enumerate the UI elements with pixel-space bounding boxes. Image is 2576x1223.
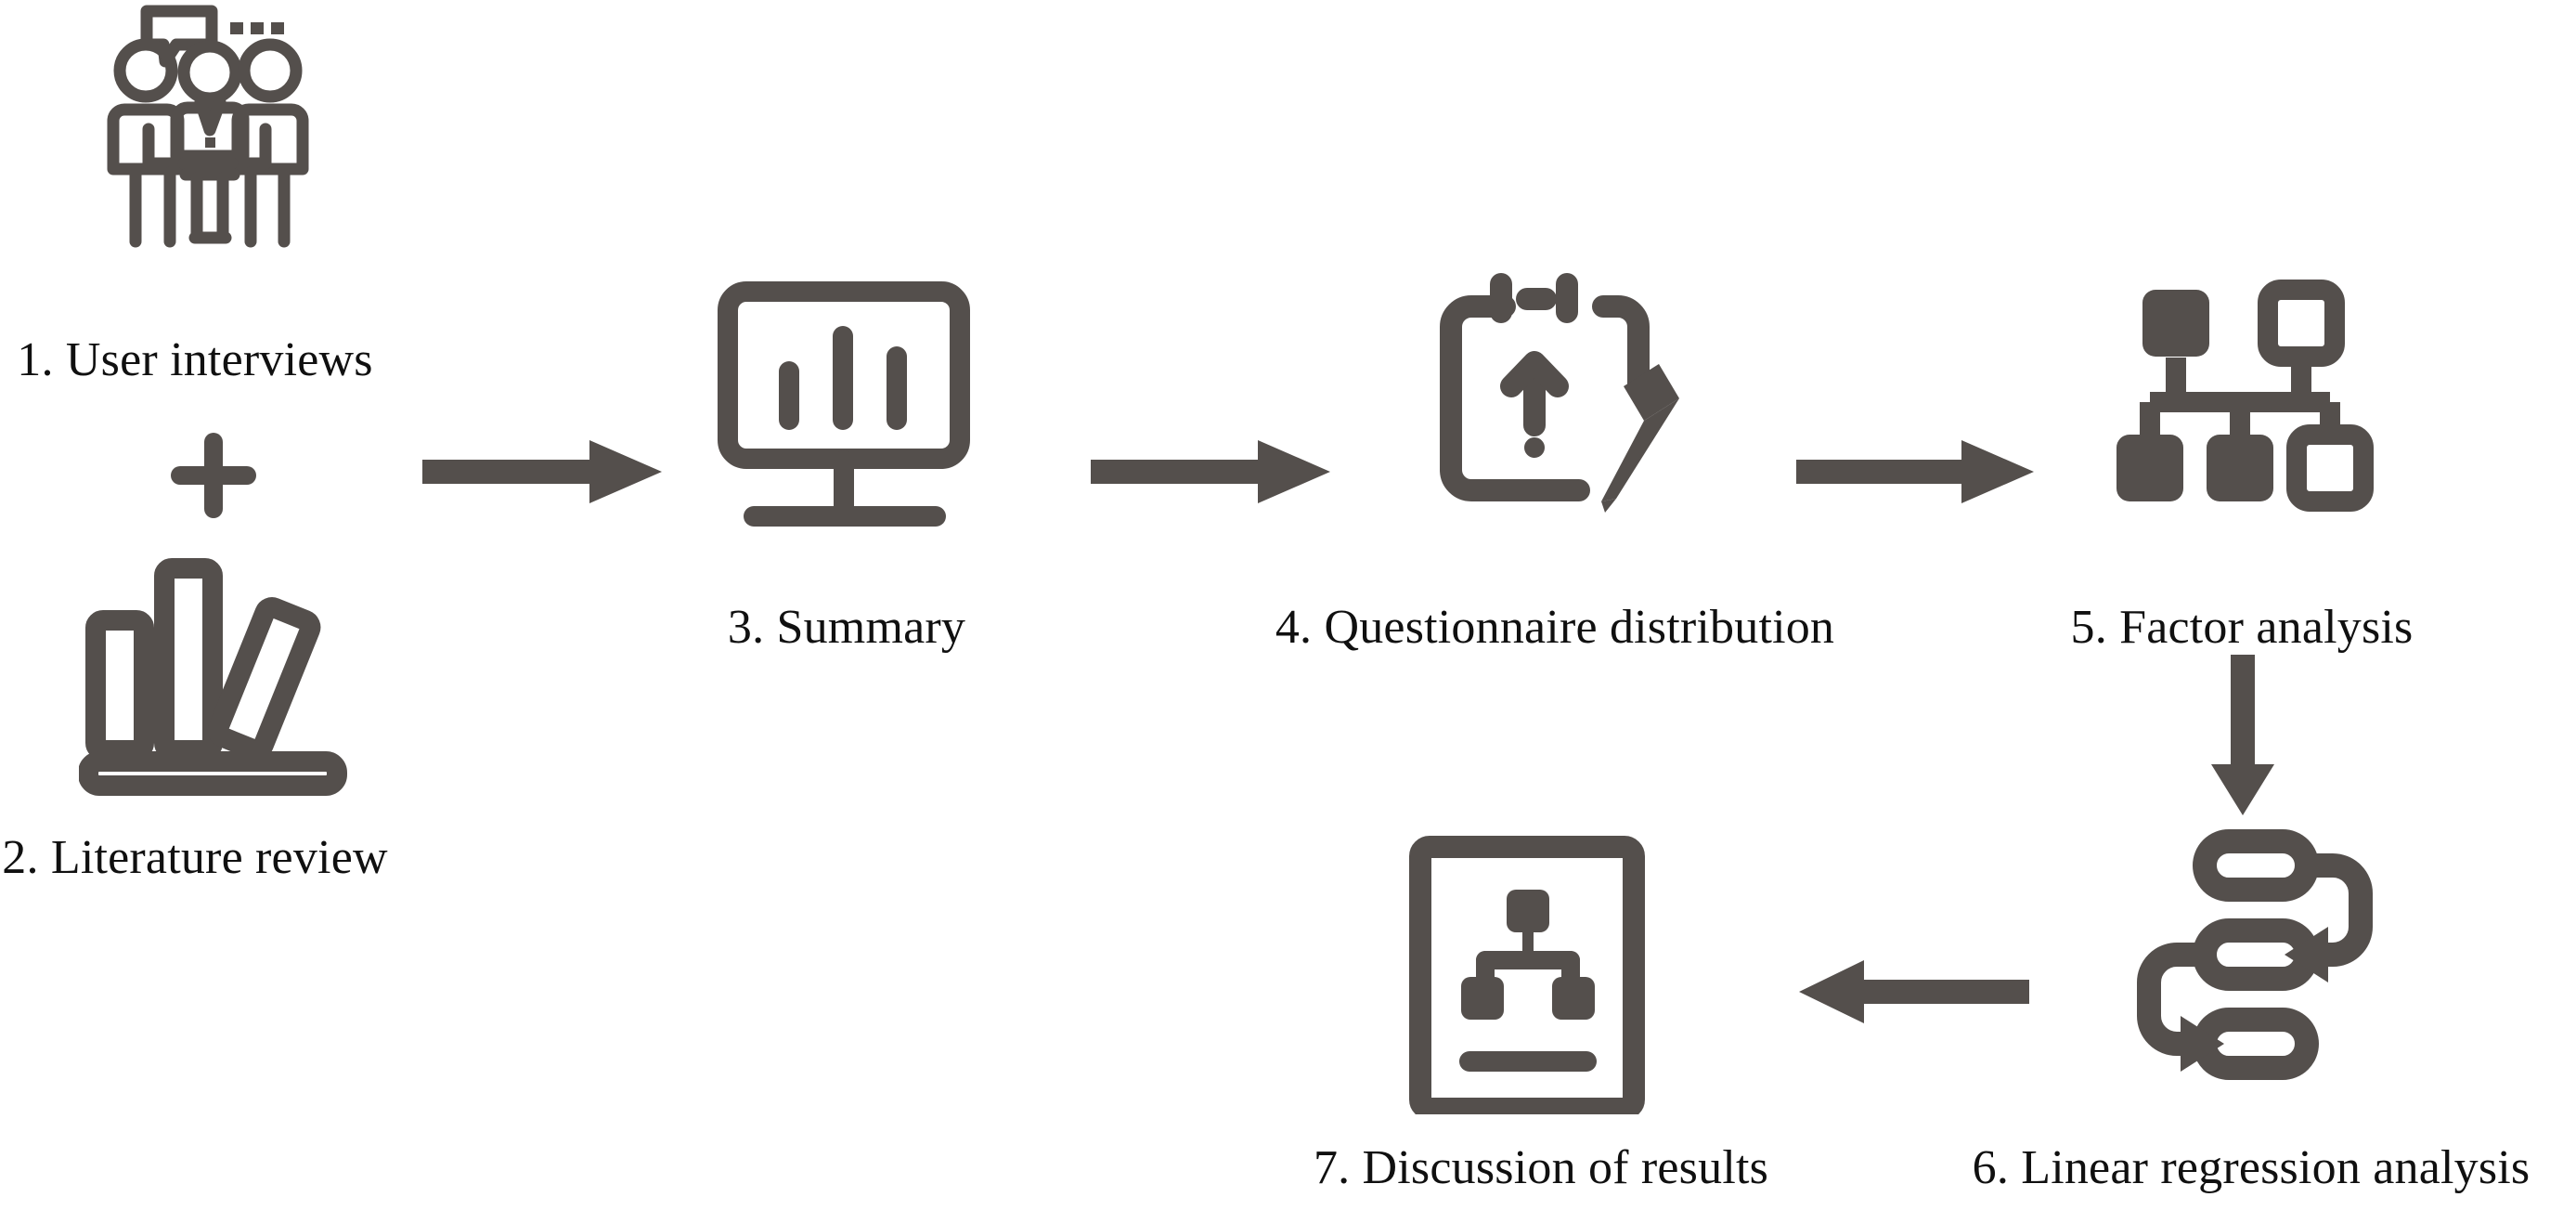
step-1-label: 1. User interviews <box>17 333 373 386</box>
step-6-label: 6. Linear regression analysis <box>1972 1141 2531 1194</box>
arrow-summary-to-questionnaire <box>1091 436 1332 507</box>
plus-combiner-icon <box>165 427 262 528</box>
step-2-label: 2. Literature review <box>2 831 388 884</box>
monitor-bar-chart-icon <box>715 279 984 566</box>
cyclic-pills-icon <box>2103 826 2381 1096</box>
arrow-regression-to-discussion <box>1799 956 2029 1027</box>
step-4-label: 4. Questionnaire distribution <box>1275 601 1835 654</box>
books-shelf-icon <box>79 548 357 799</box>
arrow-factor-to-regression <box>2207 655 2278 817</box>
document-hierarchy-icon <box>1402 836 1680 1114</box>
arrow-inputs-to-summary <box>422 436 664 507</box>
step-3-label: 3. Summary <box>727 601 966 654</box>
arrow-questionnaire-to-factor <box>1796 436 2036 507</box>
group-interview-icon <box>74 0 325 316</box>
hierarchy-nodes-icon <box>2107 279 2376 557</box>
step-5-label: 5. Factor analysis <box>2070 601 2414 654</box>
step-7-label: 7. Discussion of results <box>1313 1141 1769 1194</box>
clipboard-pencil-icon <box>1416 269 1703 566</box>
